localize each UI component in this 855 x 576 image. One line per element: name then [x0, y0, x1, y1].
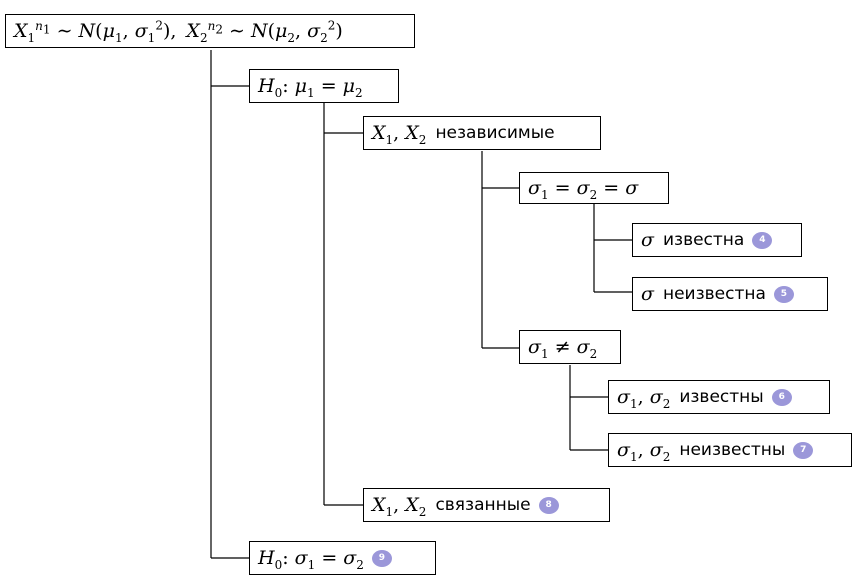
sigma-unknown-formula: σ	[641, 283, 654, 305]
sigma-known-node: σ известна 4	[632, 223, 802, 257]
sigma-not-equal-node: σ1 ≠ σ2	[519, 330, 621, 364]
root-node: X1n1 ∼ N(μ1, σ12),X2n2 ∼ N(μ2, σ22)	[5, 14, 415, 48]
sigma-not-equal-formula: σ1 ≠ σ2	[528, 336, 598, 361]
sigmas-unknown-label: неизвестны	[679, 440, 786, 460]
paired-formula: X1, X2	[372, 494, 427, 519]
root-formula: X1n1 ∼ N(μ1, σ12),X2n2 ∼ N(μ2, σ22)	[14, 18, 343, 45]
h0-mean-formula: H0: μ1 = μ2	[258, 75, 363, 100]
sigmas-known-formula: σ1, σ2	[617, 386, 671, 411]
sigma-known-formula: σ	[641, 229, 654, 251]
badge-4[interactable]: 4	[752, 231, 773, 249]
badge-7[interactable]: 7	[793, 441, 814, 459]
badge-6[interactable]: 6	[771, 388, 792, 406]
sigma-equal-formula: σ1 = σ2 = σ	[528, 177, 639, 202]
badge-8[interactable]: 8	[538, 496, 559, 514]
sigmas-unknown-formula: σ1, σ2	[617, 439, 671, 464]
independent-label: независимые	[435, 123, 555, 143]
sigma-unknown-node: σ неизвестна 5	[632, 277, 828, 311]
independent-node: X1, X2 независимые	[363, 116, 601, 150]
paired-label: связанные	[435, 495, 531, 515]
sigmas-unknown-node: σ1, σ2 неизвестны 7	[608, 433, 852, 467]
h0-variance-node: H0: σ1 = σ2 9	[249, 541, 436, 575]
badge-9[interactable]: 9	[371, 549, 392, 567]
sigma-equal-node: σ1 = σ2 = σ	[519, 172, 669, 204]
sigma-known-label: известна	[662, 230, 745, 250]
h0-mean-node: H0: μ1 = μ2	[249, 69, 399, 103]
sigma-unknown-label: неизвестна	[662, 284, 766, 304]
sigmas-known-label: известны	[679, 387, 764, 407]
h0-variance-formula: H0: σ1 = σ2	[258, 547, 364, 572]
badge-5[interactable]: 5	[773, 285, 794, 303]
paired-node: X1, X2 связанные 8	[363, 488, 610, 522]
independent-formula: X1, X2	[372, 122, 427, 147]
sigmas-known-node: σ1, σ2 известны 6	[608, 380, 830, 414]
